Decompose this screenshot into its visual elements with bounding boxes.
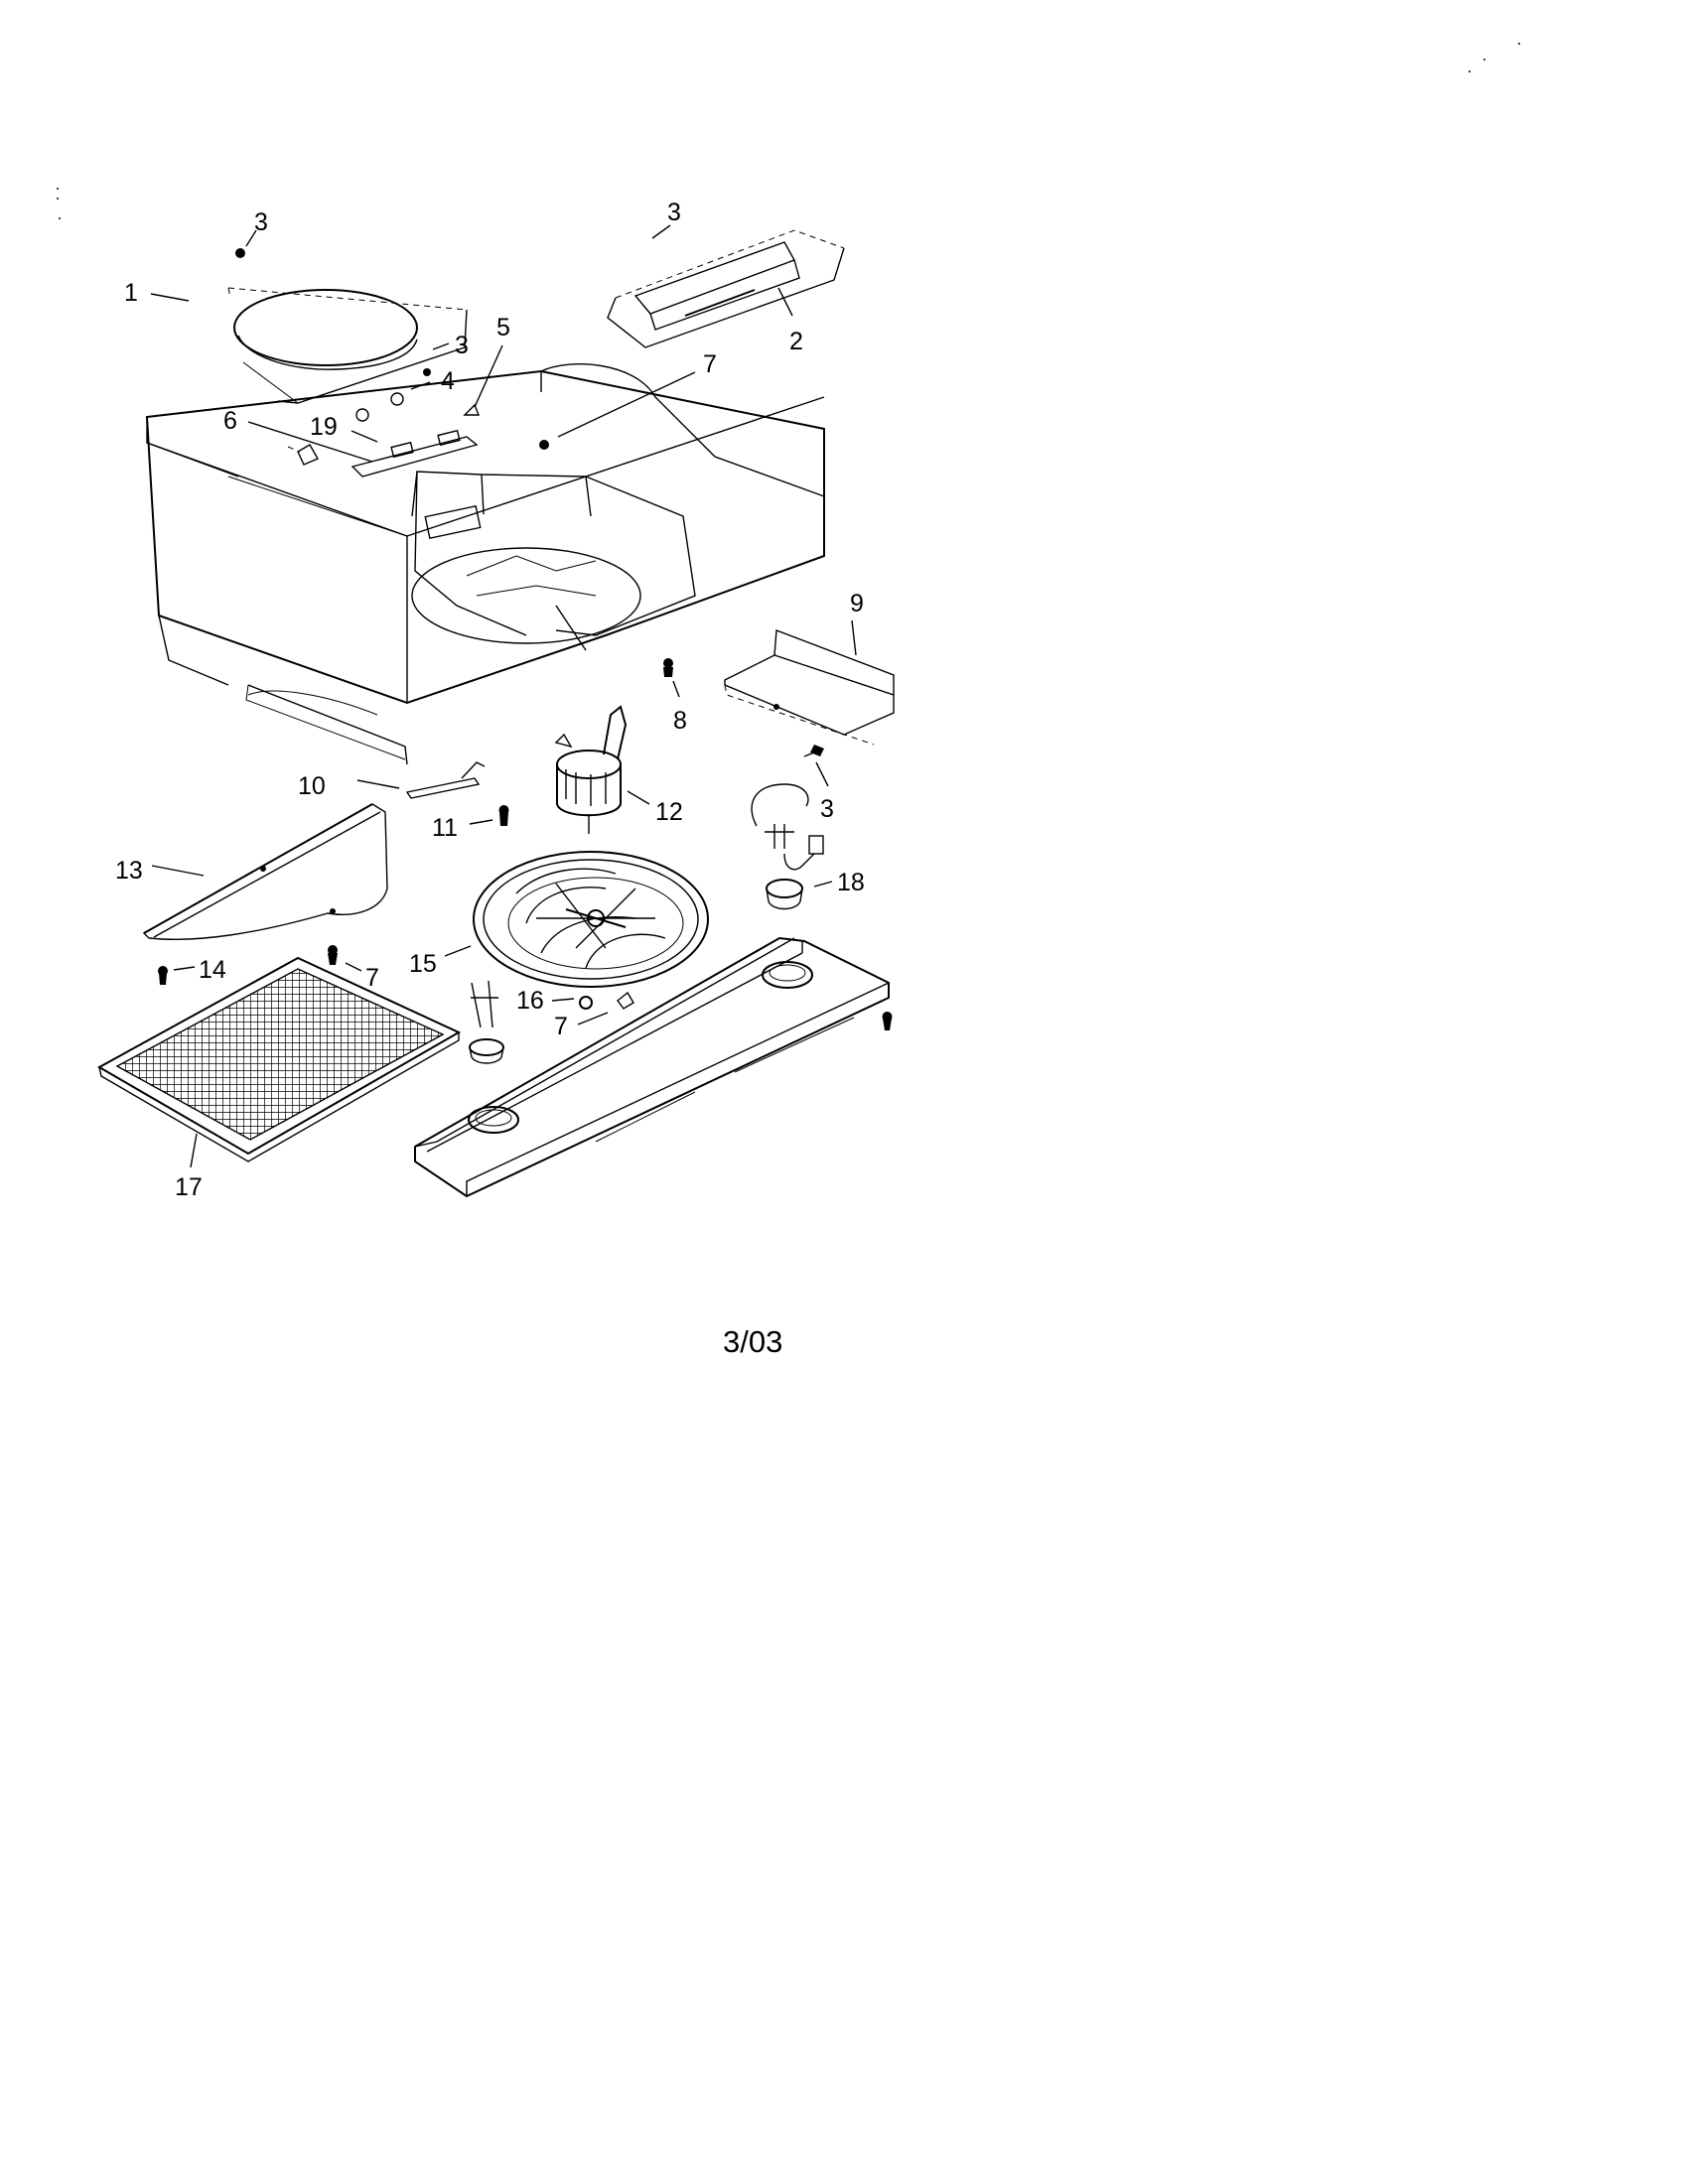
lamp-lens-left (468, 1106, 519, 1134)
hood-housing (145, 248, 825, 765)
callout-3-lower: 3 (820, 795, 834, 823)
leader-lines (150, 224, 857, 1168)
callout-13: 13 (115, 857, 143, 885)
bottom-panel (414, 936, 890, 1198)
callout-14: 14 (199, 956, 226, 984)
callout-1: 1 (124, 279, 138, 307)
scan-specks (57, 43, 1520, 219)
revision-date: 3/03 (723, 1324, 782, 1359)
screws-part-7 (328, 945, 634, 1010)
screw-part-14 (158, 966, 168, 985)
screw-loose-right (882, 1012, 893, 1030)
lamp-socket-part-18 (751, 783, 824, 910)
callout-5: 5 (496, 314, 510, 341)
motor-part-12 (554, 705, 628, 834)
callout-7-top: 7 (703, 350, 717, 378)
callout-10: 10 (298, 772, 326, 800)
callout-18: 18 (837, 869, 865, 896)
callout-2: 2 (789, 328, 803, 355)
callout-3-top-left: 3 (254, 208, 268, 236)
bracket-part-10 (405, 761, 486, 799)
duct-collar (233, 289, 418, 366)
callout-19: 19 (310, 413, 338, 441)
switch-part-4 (390, 392, 404, 406)
top-plate-part-1 (227, 287, 468, 404)
screw-part-11 (498, 805, 509, 826)
callout-16: 16 (516, 987, 544, 1015)
bracket-part-9 (724, 629, 895, 746)
lamp-socket-left (469, 980, 504, 1064)
screw-part-8 (663, 658, 673, 677)
callout-3-middle: 3 (455, 332, 469, 359)
callout-3-top-right: 3 (667, 199, 681, 226)
blower-opening (411, 547, 641, 644)
screw-part-3-lower (803, 745, 824, 757)
callout-6: 6 (223, 407, 237, 435)
callout-9: 9 (850, 590, 864, 617)
switch-part-19 (355, 408, 369, 422)
deflector-part-13 (142, 803, 388, 940)
callout-7-bottom: 7 (554, 1013, 568, 1040)
filter-part-17 (96, 956, 462, 1162)
control-panel-part-6 (351, 436, 479, 478)
callout-4: 4 (441, 367, 455, 395)
callout-15: 15 (409, 950, 437, 978)
damper-bracket-part-2 (607, 229, 845, 348)
nut-part-16 (579, 996, 593, 1010)
callout-8: 8 (673, 707, 687, 735)
callout-17: 17 (175, 1173, 203, 1201)
callout-11: 11 (432, 814, 458, 842)
callout-7-left: 7 (365, 964, 379, 992)
callouts: 1 2 3 3 3 3 4 5 6 7 7 7 8 9 10 11 12 13 … (115, 199, 865, 1201)
callout-12: 12 (655, 798, 683, 826)
lamp-lens-right (762, 961, 813, 989)
fan-wheel-part-15 (473, 851, 709, 988)
